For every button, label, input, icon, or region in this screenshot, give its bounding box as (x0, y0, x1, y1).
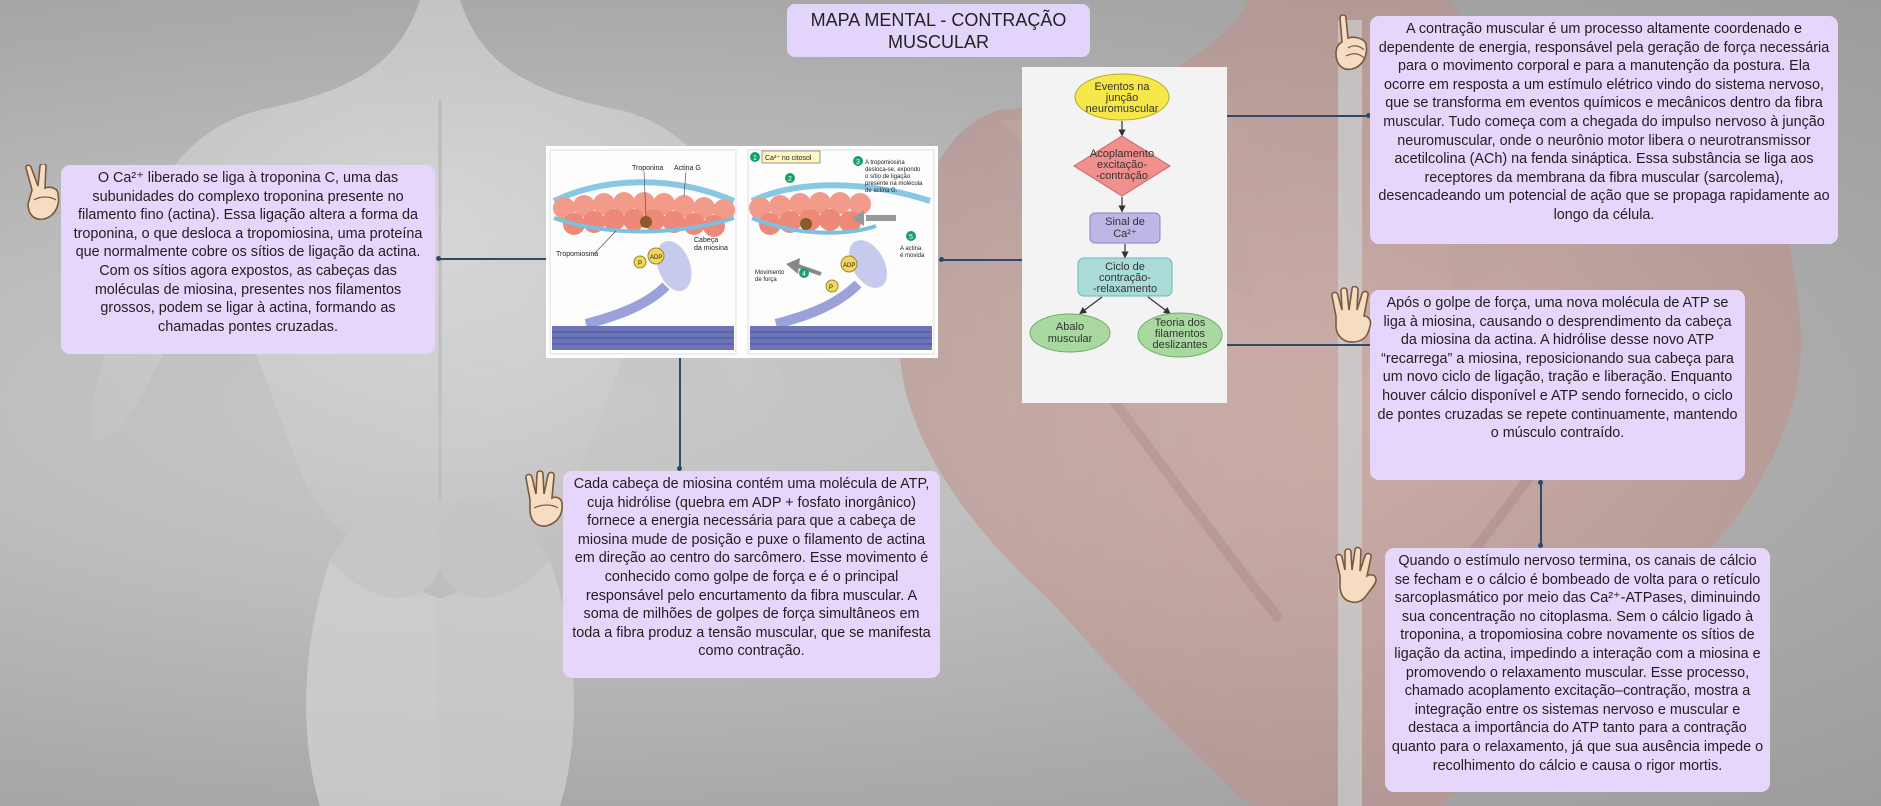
step-4-badge (799, 268, 809, 278)
step-1-badge (750, 152, 760, 162)
label-adp-left: ADP (650, 255, 662, 261)
flowchart-svg: Eventos na junção neuromuscular Acoplame… (1029, 73, 1223, 358)
step-3-line2: desloca-se, expondo (865, 167, 921, 173)
connector-note1-diagram (440, 258, 558, 260)
note-power-stroke[interactable]: Cada cabeça de miosina contém uma molécu… (563, 471, 940, 678)
step-3-line1: A tropomiosina (865, 160, 905, 166)
flow-node1-line1: Eventos na (1094, 81, 1150, 93)
connector-flowchart-note4 (1206, 344, 1370, 346)
flow-node-coupling (1073, 135, 1171, 197)
flow-node1-line2: junção (1105, 92, 1138, 104)
connector-dot (1538, 480, 1543, 485)
step-1-label: Ca²⁺ no citosol (765, 155, 812, 162)
myosin-head-right (774, 240, 887, 329)
thick-filament-right (750, 326, 932, 350)
flow-node5-line2: muscular (1048, 333, 1093, 345)
note-text: Cada cabeça de miosina contém uma molécu… (572, 476, 931, 660)
note-introduction[interactable]: A contração muscular é um processo altam… (1370, 16, 1838, 244)
flow-node-calcium (1089, 212, 1161, 244)
one-finger-hand-icon (1328, 14, 1374, 72)
actin-chain-right (749, 182, 931, 235)
step-5-line2: é movida (900, 253, 925, 259)
contraction-flowchart: Eventos na junção neuromuscular Acoplame… (1022, 67, 1227, 403)
step-4-number: 4 (802, 271, 806, 278)
note-text: Após o golpe de força, uma nova molécula… (1377, 295, 1738, 442)
step-5-line1: A actina (900, 246, 922, 252)
four-fingers-hand-icon (1330, 286, 1376, 344)
flow-node2-line2: excitação- (1097, 159, 1147, 171)
label-da-miosina: da miosina (694, 245, 728, 252)
label-adp-right: ADP (843, 263, 855, 269)
three-fingers-hand-icon (522, 470, 568, 528)
five-fingers-hand-icon (1332, 546, 1378, 604)
step-5-number: 5 (909, 234, 913, 241)
flow-node-sliding-theory (1137, 312, 1223, 358)
step-4-line1: Movimento (755, 270, 785, 276)
label-actina-g: Actina G (674, 165, 701, 172)
label-p-right: P (829, 285, 833, 291)
step-5-badge (906, 231, 916, 241)
flow-node4-line1: Ciclo de (1105, 261, 1145, 273)
flow-node2-line3: -contração (1096, 170, 1148, 182)
step-4-line2: de força (755, 277, 777, 283)
connector-dot (1538, 543, 1543, 548)
two-fingers-hand-icon (20, 164, 66, 222)
note-text: O Ca²⁺ liberado se liga à troponina C, u… (73, 170, 423, 335)
flow-node-twitch (1029, 313, 1111, 353)
flow-node4-line3: -relaxamento (1093, 283, 1157, 295)
note-text: Quando o estímulo nervoso termina, os ca… (1391, 553, 1764, 774)
note-relaxation[interactable]: Quando o estímulo nervoso termina, os ca… (1385, 548, 1770, 792)
flow-node4-line2: contração- (1099, 272, 1151, 284)
thick-filament-left (552, 326, 734, 350)
connector-dot (939, 257, 944, 262)
step-3-line4: presente na molécula (865, 181, 923, 187)
flow-node6-line3: deslizantes (1152, 339, 1208, 351)
connector-diagram-note2 (679, 348, 681, 468)
myosin-head-left (584, 240, 692, 329)
connector-dot (677, 466, 682, 471)
step-1-number: 1 (753, 155, 757, 162)
page-title: MAPA MENTAL - CONTRAÇÃO MUSCULAR (787, 4, 1090, 57)
flow-node3-line1: Sinal de (1105, 216, 1145, 228)
label-tropomiosina: Tropomiosina (556, 251, 598, 258)
flow-node6-line2: filamentos (1155, 328, 1206, 340)
label-p-left: P (638, 261, 642, 267)
connector-flowchart-note3 (1204, 115, 1369, 117)
flow-node6-line1: Teoria dos (1155, 317, 1206, 329)
flow-node-cycle (1077, 257, 1173, 297)
step-2-number: 2 (788, 176, 792, 183)
flow-node5-line1: Abalo (1056, 321, 1084, 333)
connector-note4-note5 (1540, 482, 1542, 546)
step-3-badge (853, 156, 863, 166)
actin-chain-left (552, 179, 736, 237)
label-troponina: Troponina (632, 165, 663, 172)
step-3-line5: de actina G. (865, 188, 898, 194)
connector-dot (436, 256, 441, 261)
step-3-number: 3 (856, 159, 860, 166)
step-2-badge (785, 173, 795, 183)
note-troponin-binding[interactable]: O Ca²⁺ liberado se liga à troponina C, u… (61, 165, 435, 354)
flow-node2-line1: Acoplamento (1090, 148, 1154, 160)
label-cabeca: Cabeça (694, 237, 718, 244)
flow-node3-line2: Ca²⁺ (1113, 228, 1137, 240)
note-atp-recharge[interactable]: Após o golpe de força, uma nova molécula… (1370, 290, 1745, 480)
connector-dot (1366, 113, 1371, 118)
note-text: A contração muscular é um processo altam… (1378, 21, 1830, 223)
flow-node-neuromuscular (1074, 73, 1170, 121)
sliding-filament-svg: Troponina Actina G Tropomiosina Cabeça d… (549, 149, 935, 355)
sliding-filament-diagram: Troponina Actina G Tropomiosina Cabeça d… (546, 146, 938, 358)
step-3-line3: o sítio de ligação (865, 174, 911, 180)
page-title-text: MAPA MENTAL - CONTRAÇÃO MUSCULAR (810, 9, 1067, 52)
flow-node1-line3: neuromuscular (1086, 103, 1159, 115)
